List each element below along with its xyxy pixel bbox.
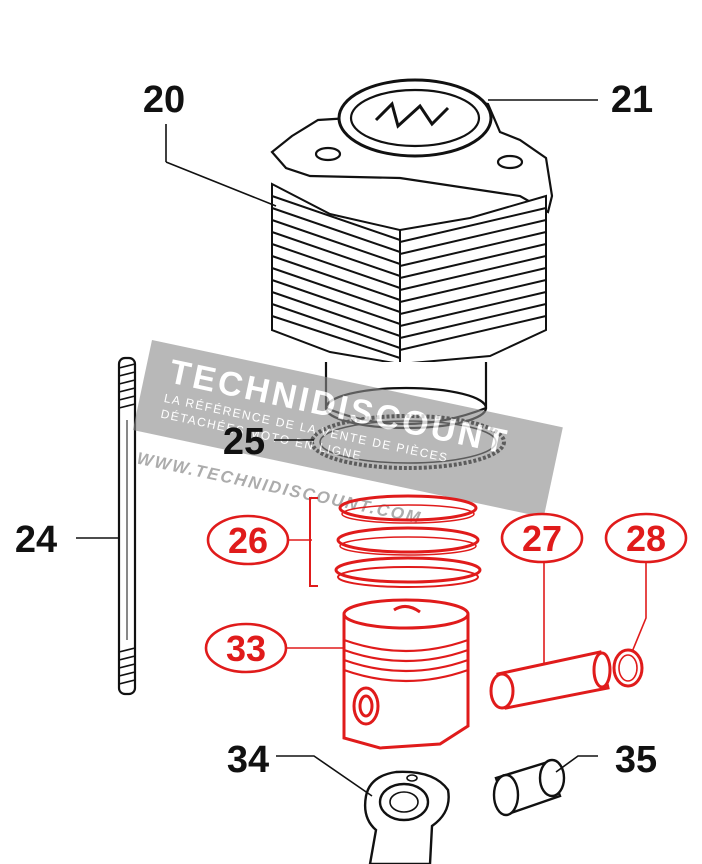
- callout-26-badge: 26: [206, 514, 290, 566]
- callout-33-badge: 33: [204, 622, 288, 674]
- small-end-bushing-drawing: [492, 758, 566, 817]
- callout-25: 25: [223, 421, 265, 463]
- callout-28: 28: [626, 518, 666, 559]
- piston-drawing: [342, 598, 470, 750]
- leader-lines: [76, 99, 647, 797]
- watermark-band: [132, 340, 563, 518]
- stud-bolt-drawing: [117, 356, 137, 696]
- callout-34: 34: [227, 739, 269, 781]
- circlip-drawing: [612, 648, 644, 688]
- callout-33: 33: [226, 628, 266, 669]
- callout-26: 26: [228, 520, 268, 561]
- connecting-rod-drawing: [363, 770, 450, 864]
- leader-20b: [165, 161, 277, 207]
- callout-27: 27: [522, 518, 562, 559]
- leader-34: [276, 755, 373, 797]
- callout-28-badge: 28: [604, 512, 688, 564]
- piston-pin-drawing: [489, 650, 612, 710]
- leader-28: [631, 562, 647, 653]
- callout-35: 35: [615, 739, 657, 781]
- callout-21: 21: [611, 79, 653, 121]
- piston-rings-drawing: [309, 494, 482, 588]
- leader-35: [555, 755, 598, 773]
- callout-20: 20: [143, 79, 185, 121]
- callout-24: 24: [15, 519, 57, 561]
- callout-27-badge: 27: [500, 512, 584, 564]
